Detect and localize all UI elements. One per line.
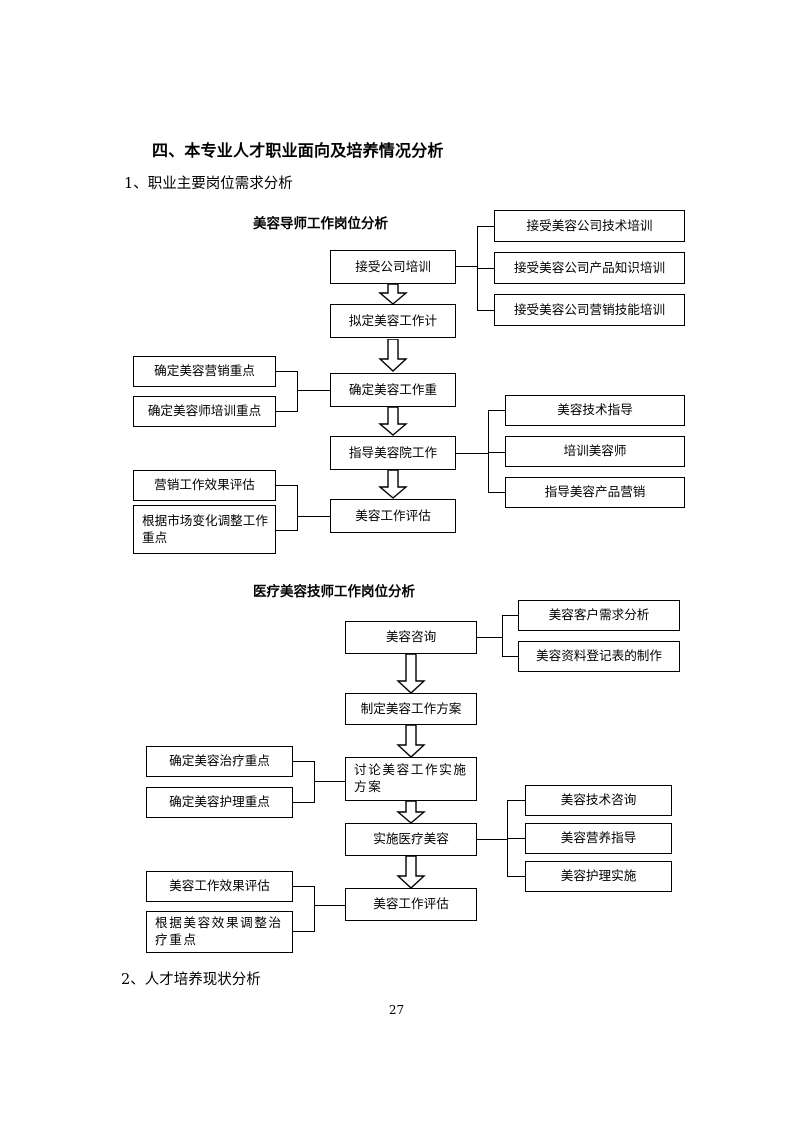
- c2-input-adjust-treatment: 根据美容效果调整治疗重点: [146, 911, 293, 953]
- c2-conn-r2-stub: [477, 839, 508, 841]
- c2-arrow-3: [395, 801, 427, 824]
- c1-conn-l1-b: [276, 411, 298, 413]
- c2-branch-record-form: 美容资料登记表的制作: [518, 641, 680, 672]
- c2-input-treatment-focus: 确定美容治疗重点: [146, 746, 293, 777]
- c1-input-marketing-focus: 确定美容营销重点: [133, 356, 276, 387]
- c1-branch-tech-guidance: 美容技术指导: [505, 395, 685, 426]
- c1-conn-r2-a: [488, 410, 506, 412]
- c1-input-market-adjust: 根据市场变化调整工作重点: [133, 505, 276, 554]
- c1-conn-l2-b: [276, 530, 298, 532]
- c1-branch-product-training: 接受美容公司产品知识培训: [494, 252, 685, 284]
- page-number: 27: [388, 1003, 405, 1017]
- c1-input-marketing-eval: 营销工作效果评估: [133, 470, 276, 501]
- c2-conn-l2-a: [293, 886, 315, 888]
- c2-arrow-2: [395, 725, 427, 758]
- c1-conn-r2-trunk: [488, 410, 490, 493]
- c2-conn-l1-a: [293, 761, 315, 763]
- c2-node-implement: 实施医疗美容: [345, 823, 477, 856]
- c2-conn-r1-a: [502, 615, 520, 617]
- c2-branch-tech-consult: 美容技术咨询: [525, 785, 672, 816]
- c1-conn-r2-b: [488, 452, 506, 454]
- c1-conn-r2-stub: [456, 453, 489, 455]
- c1-conn-l2-a: [276, 485, 298, 487]
- c2-arrow-1: [395, 654, 427, 694]
- c2-conn-r1-stub: [477, 637, 503, 639]
- c1-node-define-focus: 确定美容工作重: [330, 373, 456, 407]
- c1-arrow-4: [377, 470, 409, 499]
- c2-conn-r2-c: [507, 876, 526, 878]
- c1-conn-r2-c: [488, 492, 506, 494]
- c2-conn-r2-a: [507, 800, 526, 802]
- c1-branch-marketing-training: 接受美容公司营销技能培训: [494, 294, 685, 326]
- c1-conn-r1-b: [477, 268, 495, 270]
- c1-conn-r1-c: [477, 310, 495, 312]
- c1-node-guide-salon: 指导美容院工作: [330, 436, 456, 470]
- c2-arrow-4: [395, 856, 427, 889]
- c1-conn-l2-trunk: [297, 485, 299, 531]
- c1-input-training-focus: 确定美容师培训重点: [133, 396, 276, 427]
- c2-node-make-plan: 制定美容工作方案: [345, 693, 477, 725]
- c2-conn-l1-stub: [314, 781, 346, 783]
- c1-conn-l1-stub: [297, 390, 331, 392]
- c1-node-receive-training: 接受公司培训: [330, 250, 456, 284]
- c1-arrow-2: [377, 339, 409, 372]
- c1-node-draft-plan: 拟定美容工作计: [330, 304, 456, 338]
- c1-conn-r1-a: [477, 226, 495, 228]
- c2-conn-l2-trunk: [314, 886, 316, 932]
- c1-conn-r1-stub: [456, 266, 478, 268]
- c2-conn-l1-b: [293, 802, 315, 804]
- c2-conn-l2-stub: [314, 905, 346, 907]
- page-title: 四、本专业人才职业面向及培养情况分析: [152, 141, 444, 160]
- c2-conn-r1-b: [502, 656, 520, 658]
- c2-node-evaluate: 美容工作评估: [345, 888, 477, 921]
- c2-input-care-focus: 确定美容护理重点: [146, 787, 293, 818]
- c2-conn-r1-trunk: [502, 615, 504, 657]
- section-heading-1: 1、职业主要岗位需求分析: [124, 176, 293, 192]
- c2-branch-customer-needs: 美容客户需求分析: [518, 600, 680, 631]
- c2-conn-r2-b: [507, 838, 526, 840]
- c1-conn-l1-trunk: [297, 371, 299, 412]
- chart2-title: 医疗美容技师工作岗位分析: [253, 584, 415, 600]
- c1-branch-tech-training: 接受美容公司技术培训: [494, 210, 685, 242]
- section-heading-2: 2、人才培养现状分析: [121, 972, 261, 988]
- c2-branch-nutrition: 美容营养指导: [525, 823, 672, 854]
- c1-branch-product-marketing: 指导美容产品营销: [505, 477, 685, 508]
- c2-input-work-eval: 美容工作效果评估: [146, 871, 293, 902]
- c1-conn-l2-stub: [297, 516, 331, 518]
- c1-node-evaluate: 美容工作评估: [330, 499, 456, 533]
- c1-branch-train-beautician: 培训美容师: [505, 436, 685, 467]
- c1-arrow-1: [377, 284, 409, 305]
- c2-node-discuss-plan: 讨论美容工作实施方案: [345, 757, 477, 801]
- c2-branch-care-implement: 美容护理实施: [525, 861, 672, 892]
- c1-conn-l1-a: [276, 371, 298, 373]
- chart1-title: 美容导师工作岗位分析: [253, 216, 388, 232]
- c2-conn-l2-b: [293, 931, 315, 933]
- c1-arrow-3: [377, 407, 409, 436]
- c2-node-consultation: 美容咨询: [345, 621, 477, 654]
